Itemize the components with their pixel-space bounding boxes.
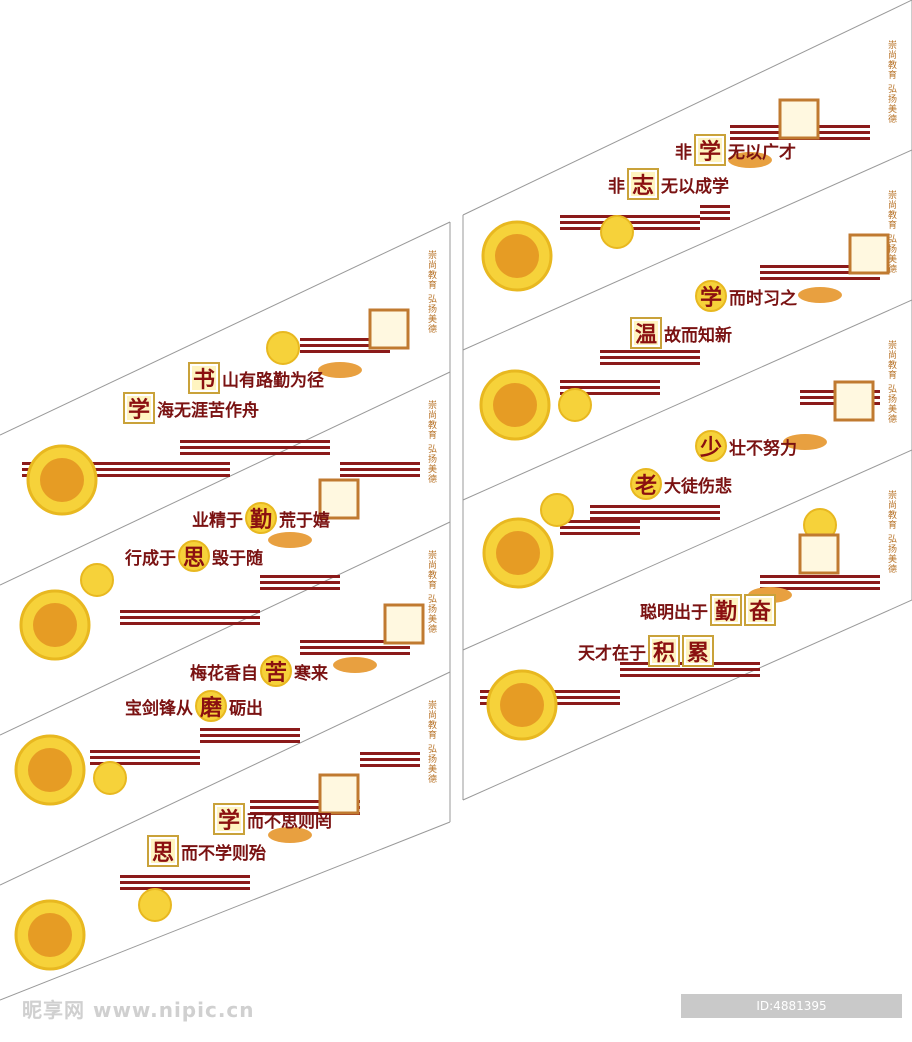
motto-text: 砺出 (229, 698, 263, 719)
motto-line: 宝剑锋从磨砺出 (125, 690, 263, 722)
motto-line: 非学无以广才 (675, 134, 796, 166)
motto-text: 天才在于 (578, 643, 646, 664)
motto-line: 聪明出于勤奋 (640, 594, 776, 626)
highlight-char: 苦 (260, 655, 292, 687)
scholar-figure-icon (28, 748, 72, 792)
vertical-motto: 崇尚教育 弘扬美德 (886, 340, 896, 424)
motto-text: 非 (675, 142, 692, 163)
scholar-figure-icon (28, 913, 72, 957)
small-medallion (558, 388, 592, 422)
vertical-motto: 崇尚教育 弘扬美德 (426, 250, 436, 334)
highlight-char: 勤 (245, 502, 277, 534)
small-medallion (600, 215, 634, 249)
vertical-motto: 崇尚教育 弘扬美德 (886, 490, 896, 574)
small-medallion (540, 493, 574, 527)
highlight-char: 思 (147, 835, 179, 867)
motto-text: 寒来 (294, 663, 328, 684)
motto-line: 少壮不努力 (695, 430, 797, 462)
motto-line: 行成于思毁于随 (125, 540, 263, 572)
motto-text: 业精于 (192, 510, 243, 531)
highlight-char: 书 (188, 362, 220, 394)
emblem-icon (778, 98, 820, 140)
emblem-icon (383, 603, 425, 645)
motto-text: 聪明出于 (640, 602, 708, 623)
motto-text: 行成于 (125, 548, 176, 569)
scholar-figure-icon (40, 458, 84, 502)
vertical-motto: 崇尚教育 弘扬美德 (426, 400, 436, 484)
highlight-char: 学 (213, 803, 245, 835)
scholar-figure-icon (33, 603, 77, 647)
highlight-char: 学 (695, 280, 727, 312)
motto-line: 梅花香自苦寒来 (190, 655, 328, 687)
highlight-char: 少 (695, 430, 727, 462)
highlight-char: 勤 (710, 594, 742, 626)
motto-text: 宝剑锋从 (125, 698, 193, 719)
motto-line: 学海无涯苦作舟 (123, 392, 259, 424)
cloud-icon (333, 657, 377, 673)
motto-text: 壮不努力 (729, 438, 797, 459)
highlight-char: 老 (630, 468, 662, 500)
highlight-char: 学 (694, 134, 726, 166)
motto-line: 学而不思则罔 (213, 803, 332, 835)
motto-line: 学而时习之 (695, 280, 797, 312)
small-medallion (266, 331, 300, 365)
scholar-figure-icon (493, 383, 537, 427)
highlight-char: 思 (178, 540, 210, 572)
motto-text: 大徒伤悲 (664, 476, 732, 497)
motto-line: 天才在于积累 (578, 635, 714, 667)
emblem-icon (318, 478, 360, 520)
vertical-motto: 崇尚教育 弘扬美德 (426, 550, 436, 634)
motto-text: 而不学则殆 (181, 843, 266, 864)
emblem-icon (848, 233, 890, 275)
motto-text: 故而知新 (664, 325, 732, 346)
scholar-figure-icon (500, 683, 544, 727)
scholar-figure-icon (496, 531, 540, 575)
emblem-icon (798, 533, 840, 575)
small-medallion (93, 761, 127, 795)
small-medallion (80, 563, 114, 597)
highlight-char: 温 (630, 317, 662, 349)
motto-text: 无以成学 (661, 176, 729, 197)
small-medallion (138, 888, 172, 922)
motto-text: 荒于嬉 (279, 510, 330, 531)
cloud-icon (728, 152, 772, 168)
vertical-motto: 崇尚教育 弘扬美德 (886, 190, 896, 274)
motto-text: 梅花香自 (190, 663, 258, 684)
motto-line: 书山有路勤为径 (188, 362, 324, 394)
highlight-char: 磨 (195, 690, 227, 722)
cloud-icon (783, 434, 827, 450)
motto-line: 业精于勤荒于嬉 (192, 502, 330, 534)
motto-text: 海无涯苦作舟 (157, 400, 259, 421)
highlight-char: 累 (682, 635, 714, 667)
image-id-bar: ID:4881395 NO:20220526205933649104 (681, 994, 902, 1037)
motto-line: 温故而知新 (630, 317, 732, 349)
emblem-icon (318, 773, 360, 815)
motto-text: 而时习之 (729, 288, 797, 309)
highlight-char: 奋 (744, 594, 776, 626)
motto-text: 山有路勤为径 (222, 370, 324, 391)
highlight-char: 积 (648, 635, 680, 667)
cloud-icon (268, 827, 312, 843)
scholar-figure-icon (495, 234, 539, 278)
motto-line: 非志无以成学 (608, 168, 729, 200)
cloud-icon (268, 532, 312, 548)
motto-text: 无以广才 (728, 142, 796, 163)
motto-line: 老大徒伤悲 (630, 468, 732, 500)
watermark: 昵享网 www.nipic.cn (22, 998, 255, 1022)
vertical-motto: 崇尚教育 弘扬美德 (426, 700, 436, 784)
motto-text: 非 (608, 176, 625, 197)
motto-line: 思而不学则殆 (147, 835, 266, 867)
cloud-icon (318, 362, 362, 378)
motto-text: 而不思则罔 (247, 811, 332, 832)
emblem-icon (833, 380, 875, 422)
emblem-icon (368, 308, 410, 350)
vertical-motto: 崇尚教育 弘扬美德 (886, 40, 896, 124)
highlight-char: 学 (123, 392, 155, 424)
motto-text: 毁于随 (212, 548, 263, 569)
highlight-char: 志 (627, 168, 659, 200)
cloud-icon (798, 287, 842, 303)
